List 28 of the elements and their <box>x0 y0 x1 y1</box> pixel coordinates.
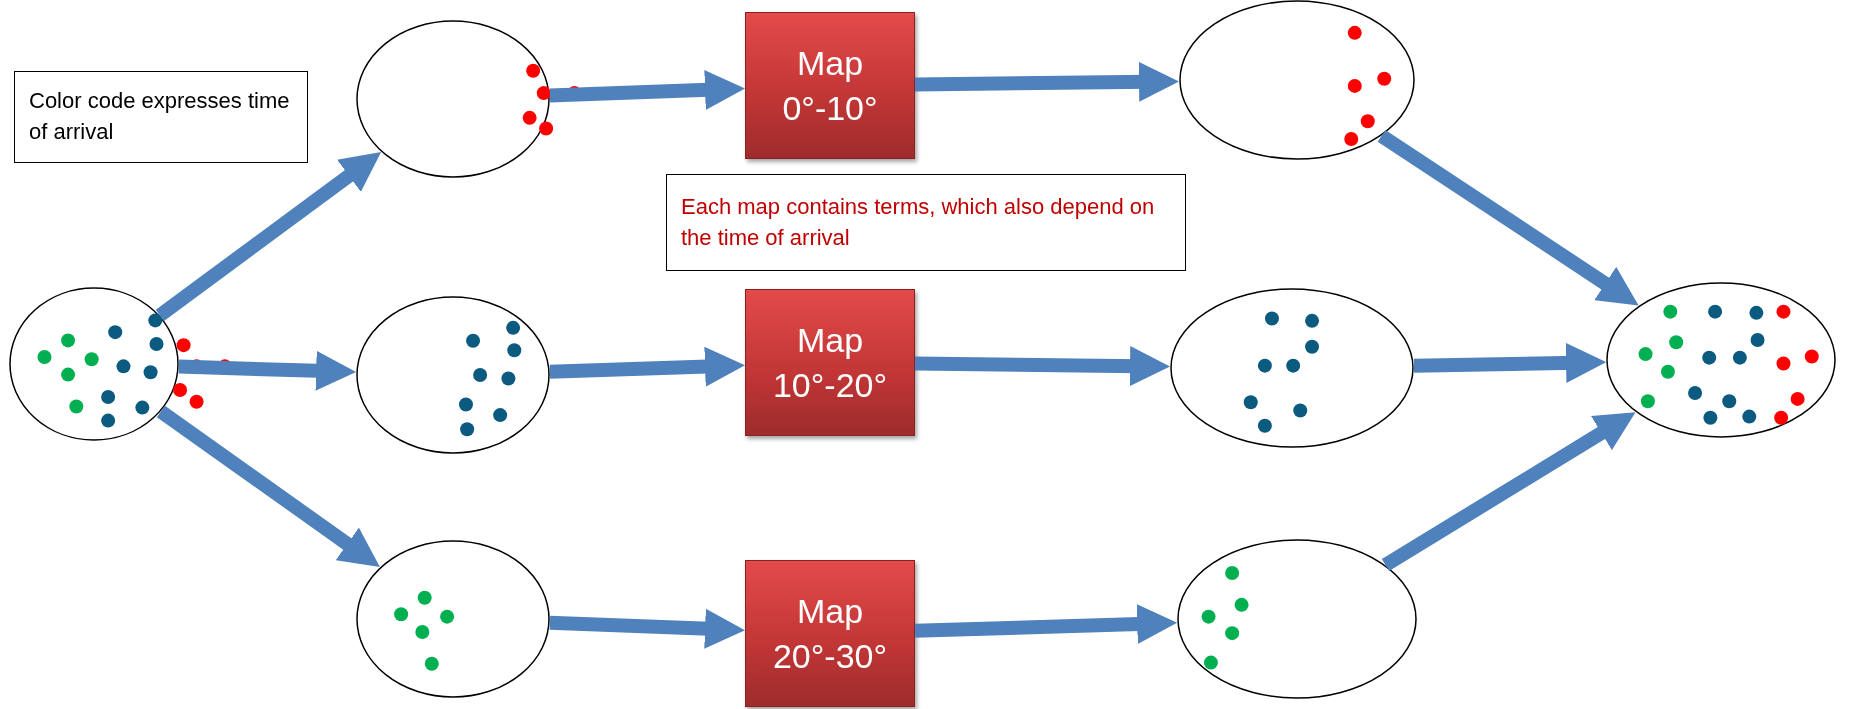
arrow <box>549 608 745 649</box>
map-box <box>745 289 915 436</box>
ellipse-shape <box>1177 539 1417 699</box>
ellipse-shape <box>356 540 550 698</box>
map-label: Map 0°-10° <box>781 43 879 129</box>
arrow <box>549 70 745 110</box>
arrow <box>155 152 382 321</box>
arrow <box>1413 342 1607 383</box>
arrow <box>178 350 357 391</box>
arrow <box>156 405 380 568</box>
arrow <box>914 346 1170 387</box>
arrow <box>549 346 745 387</box>
ellipse-shape <box>1606 282 1836 438</box>
map-box <box>745 12 915 159</box>
note-text: Color code expresses time of arrival <box>29 87 291 146</box>
map-label: Map 10°-20° <box>771 320 889 406</box>
note-box <box>666 174 1186 271</box>
arrow <box>1377 130 1639 306</box>
note-text: Each map contains terms, which also depend on the time of arrival <box>681 192 1156 252</box>
arrow <box>1381 412 1636 571</box>
ellipse-shape <box>1170 288 1414 448</box>
map-box <box>745 560 915 707</box>
arrow <box>914 603 1178 644</box>
arrow <box>914 61 1179 102</box>
note-box <box>14 71 308 163</box>
ellipse-shape <box>356 296 550 454</box>
ellipse-shape <box>1179 0 1415 160</box>
map-label: Map 20°-30° <box>771 591 889 677</box>
